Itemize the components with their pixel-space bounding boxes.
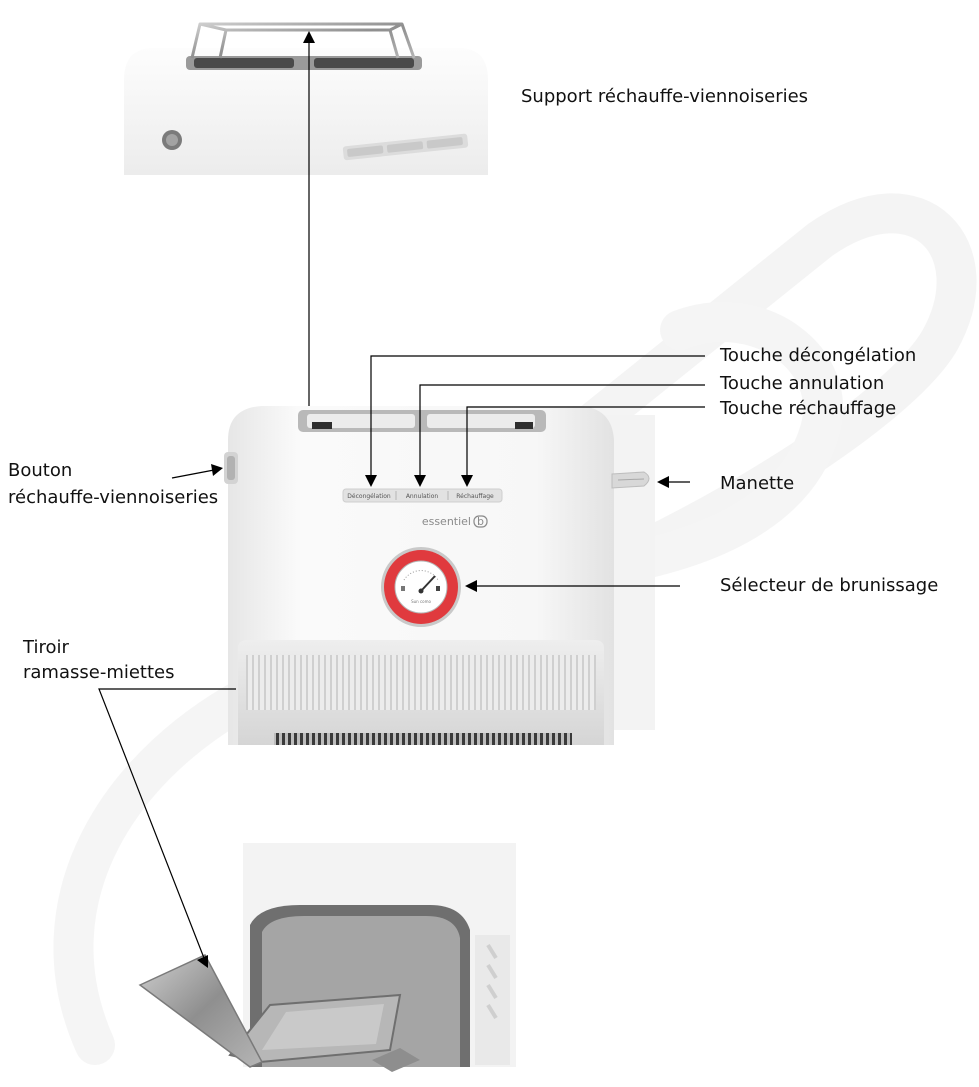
leader-cancel [419,384,705,478]
bun-rack-closeup [124,22,488,175]
arrowhead-cancel [414,475,426,487]
leader-crumb-tray [98,688,236,959]
slot-clip-left [312,422,332,429]
brand-name: essentiel [422,515,471,528]
leader-bun-button [171,469,215,479]
main-toaster: Décongélation Annulation Réchauffage ess… [224,406,655,745]
closeup-side-shade [475,935,510,1065]
closeup-side-vents [486,943,498,1020]
arrowhead-defrost [365,475,377,487]
crumb-tray[interactable] [138,954,420,1072]
control-strip [342,488,503,503]
dial-face [394,560,448,614]
label-bun-button-line2: réchauffe-viennoiseries [8,487,219,508]
arrowhead-reheat [461,475,473,487]
leader-reheat [466,406,705,478]
arrowhead-browning [465,580,477,592]
toaster-slot-left [307,414,415,428]
browning-dial[interactable]: Sun como [381,547,461,627]
dial-mark-light [401,586,405,591]
dial-hub [418,588,424,594]
label-bun-rack: Support réchauffe-viennoiseries [521,86,809,107]
closeup-slot-left [194,58,294,68]
bun-rack-wire [190,22,416,59]
brand-logo: essentiel b [422,515,488,528]
label-lever: Manette [720,473,795,494]
closeup-knob-cap [166,134,178,146]
label-crumb-tray-line2: ramasse-miettes [23,662,175,683]
brand-badge [473,515,488,528]
label-cancel-key: Touche annulation [720,373,885,394]
lever-handle[interactable] [611,471,650,489]
leader-lines [98,40,705,959]
brand-badge-letter: b [477,515,484,528]
toaster-slot-right [427,414,535,428]
bun-button-knob[interactable] [224,452,238,484]
watermark-ring [620,302,844,580]
arrowhead-crumb-tray [197,955,208,968]
watermark [53,193,977,1065]
dial-caption: Sun como [411,599,431,604]
label-reheat-key: Touche réchauffage [720,398,897,419]
reheat-key[interactable]: Réchauffage [456,493,494,500]
arrowhead-bun-rack [303,31,315,43]
dial-mark-dark [436,586,440,591]
leader-defrost [370,355,705,478]
closeup-slot-right [314,58,414,68]
arrowhead-bun-button [211,464,223,476]
crumb-tray-front-flap[interactable] [138,954,264,1068]
slot-clip-right [515,422,533,429]
label-crumb-tray-line1: Tiroir [23,637,69,658]
defrost-key[interactable]: Décongélation [347,493,391,500]
cancel-key[interactable]: Annulation [406,493,439,500]
vent-ribs [246,655,596,710]
label-bun-button-line1: Bouton [8,460,73,481]
dial-needle [420,575,436,592]
label-defrost-key: Touche décongélation [720,345,917,366]
vent-base-slots [274,733,572,745]
crumb-tray-closeup [138,843,516,1072]
label-browning-selector: Sélecteur de brunissage [720,575,939,596]
control-panel: Décongélation Annulation Réchauffage [342,488,503,503]
arrowhead-lever [657,476,669,488]
closeup-button-strip [342,133,469,161]
crumb-vent [238,640,604,745]
arrowheads [197,31,669,968]
